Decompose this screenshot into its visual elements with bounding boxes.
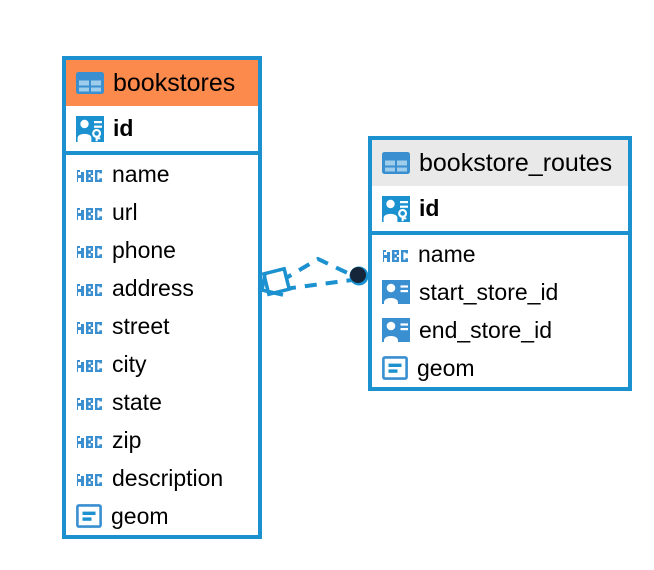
field-row-street[interactable]: street [66,307,258,345]
field-row-description[interactable]: description [66,459,258,497]
geometry-icon [76,504,102,528]
relationship-line-start-store[interactable] [279,256,355,283]
entity-header-bookstore-routes[interactable]: bookstore_routes [372,140,628,186]
field-row-start-store-id[interactable]: start_store_id [372,273,628,311]
abc-text-icon [76,431,103,449]
field-label: address [112,274,194,301]
field-row-name[interactable]: name [66,155,258,193]
entity-title: bookstores [113,68,236,97]
relationship-line-end-store[interactable] [283,278,353,291]
primary-key-icon [76,115,104,142]
abc-text-icon [76,241,103,259]
relationship-diamond-marker [259,266,292,297]
field-row-city[interactable]: city [66,345,258,383]
field-row-zip[interactable]: zip [66,421,258,459]
field-row-address[interactable]: address [66,269,258,307]
primary-key-icon [382,195,410,222]
abc-text-icon [382,245,409,263]
primary-key-divider [66,151,258,155]
abc-text-icon [76,279,103,297]
foreign-key-icon [382,280,410,304]
field-list-bookstore-routes: name start_store_id [372,235,628,387]
field-row-geom[interactable]: geom [66,497,258,535]
field-label: start_store_id [419,278,559,305]
abc-text-icon [76,317,103,335]
field-label: name [112,160,170,187]
field-row-state[interactable]: state [66,383,258,421]
entity-bookstores[interactable]: bookstores id [62,56,262,539]
entity-title: bookstore_routes [419,148,613,177]
field-label: description [112,464,224,491]
field-list-bookstores: name url [66,155,258,535]
field-label: city [112,350,147,377]
field-row-phone[interactable]: phone [66,231,258,269]
field-label: zip [112,426,142,453]
field-label: id [113,115,134,141]
field-row-id[interactable]: id [372,186,628,231]
field-label: geom [417,354,475,381]
primary-key-divider [372,231,628,235]
table-icon [76,72,104,94]
field-row-geom[interactable]: geom [372,349,628,387]
entity-bookstore-routes[interactable]: bookstore_routes id [368,136,632,391]
field-label: url [112,198,138,225]
field-label: id [419,195,440,221]
abc-text-icon [76,469,103,487]
field-label: street [112,312,170,339]
abc-text-icon [76,203,103,221]
abc-text-icon [76,393,103,411]
table-icon [382,152,410,174]
field-label: state [112,388,162,415]
relationship-circle-marker [349,266,369,286]
field-label: end_store_id [419,316,552,343]
field-row-name[interactable]: name [372,235,628,273]
field-label: phone [112,236,176,263]
abc-text-icon [76,165,103,183]
entity-header-bookstores[interactable]: bookstores [66,60,258,106]
field-row-end-store-id[interactable]: end_store_id [372,311,628,349]
foreign-key-icon [382,318,410,342]
abc-text-icon [76,355,103,373]
field-label: name [418,240,476,267]
field-label: geom [111,502,169,529]
geometry-icon [382,356,408,380]
field-row-url[interactable]: url [66,193,258,231]
field-row-id[interactable]: id [66,106,258,151]
